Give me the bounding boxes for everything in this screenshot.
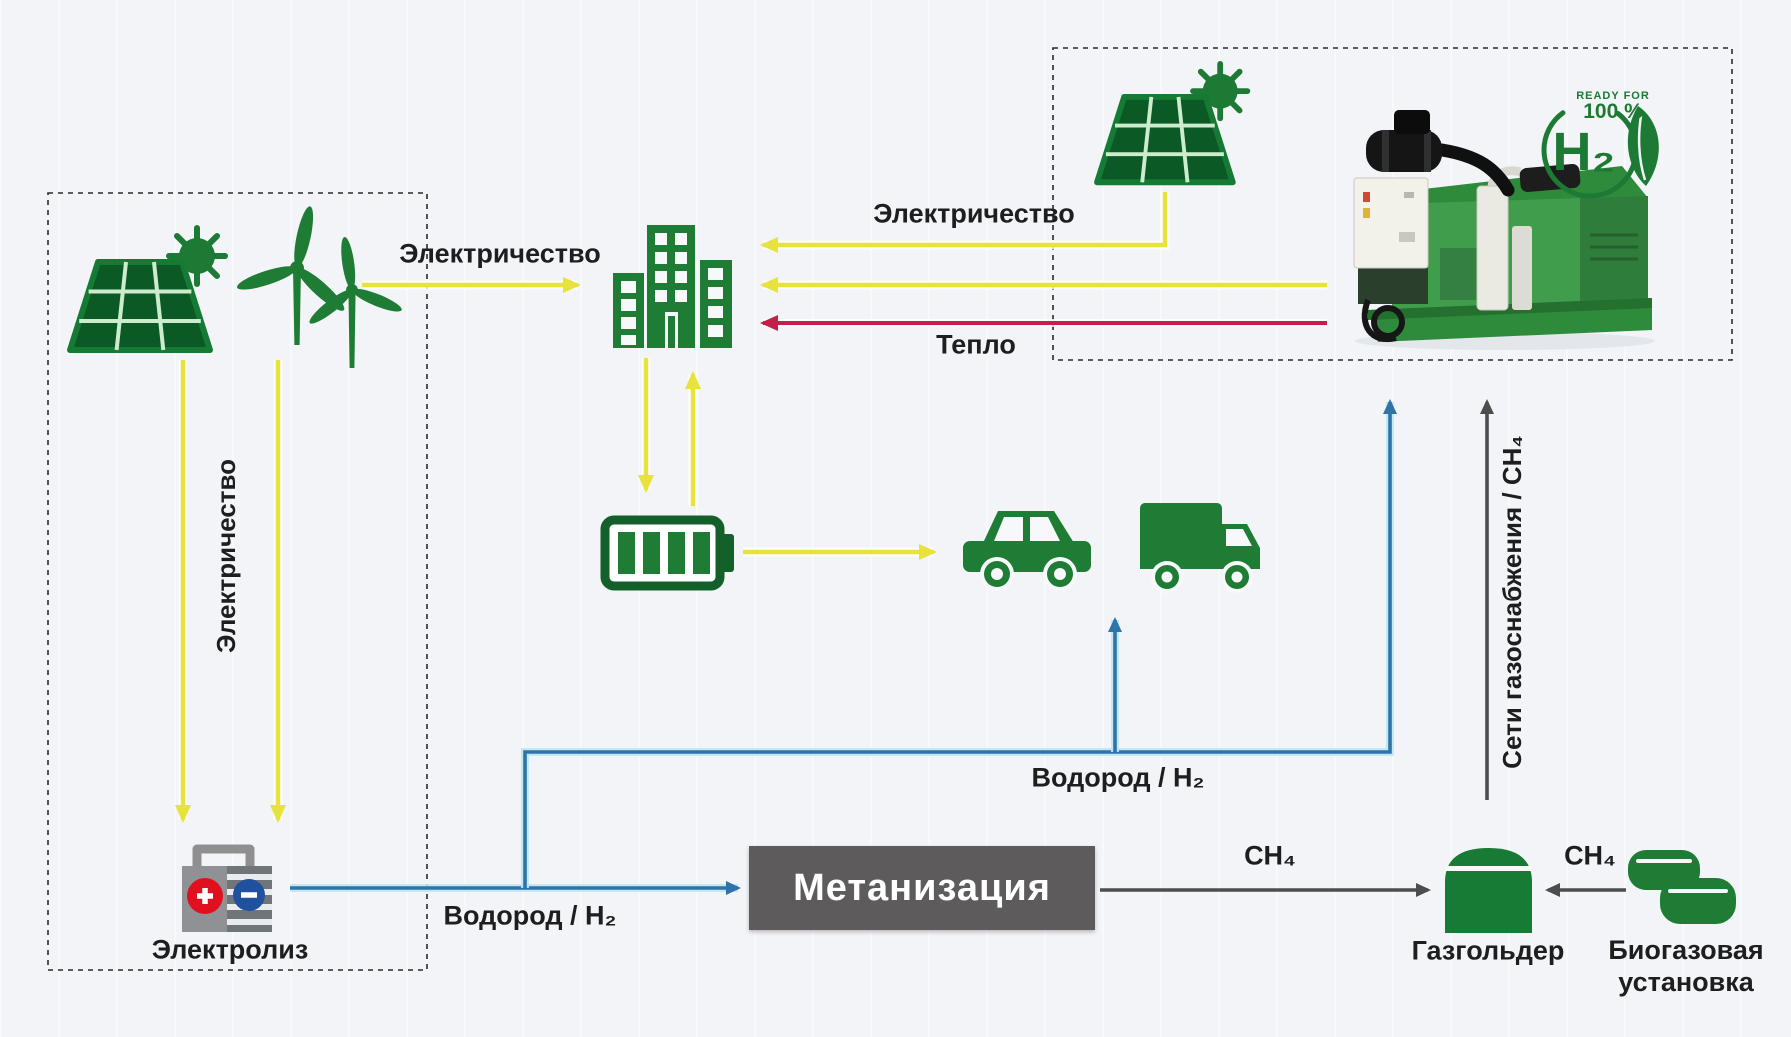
biogas-plant-icon <box>1628 850 1736 924</box>
h2-100-text: 100 % <box>1583 100 1643 123</box>
electricity-vertical-label: Электричество <box>211 458 242 654</box>
ch4-left-label: CH₄ <box>1244 840 1296 871</box>
building-icon <box>613 225 732 348</box>
methanation-label: Метанизация <box>793 866 1051 909</box>
electrolysis-icon <box>182 844 272 932</box>
electrolysis-label: Электролиз <box>151 934 309 965</box>
hydrogen-arrows <box>290 399 1397 895</box>
methane-arrows <box>1100 399 1626 897</box>
electricity-left-label: Электричество <box>399 238 601 269</box>
battery-icon <box>600 515 734 591</box>
biogas-plant-label: Биогазовая установка <box>1608 935 1764 997</box>
wind-turbine-icon <box>232 194 406 368</box>
heat-label: Тепло <box>936 329 1016 360</box>
renewables-left-dashed-box <box>47 192 428 971</box>
h2-ready-logo <box>1541 101 1659 199</box>
electricity-top-label: Электричество <box>873 198 1075 229</box>
h2-ready-text: READY FOR <box>1576 90 1650 102</box>
hydrogen-mid-label: Водород / H₂ <box>1031 762 1205 793</box>
gas-network-label: Сети газоснабжения / CH₄ <box>1497 435 1528 769</box>
hydrogen-bottom-label: Водород / H₂ <box>443 900 617 931</box>
solar-panel-icon <box>70 228 225 350</box>
h2-symbol-text: H₂ <box>1552 122 1616 182</box>
car-icon <box>963 511 1091 591</box>
chp-generator-icon <box>1353 110 1655 350</box>
rooftop-solar-panel-icon <box>1097 64 1247 182</box>
ch4-right-label: CH₄ <box>1564 840 1616 871</box>
gas-holder-label: Газгольдер <box>1411 935 1565 966</box>
generator-dashed-box <box>1052 47 1733 361</box>
methanation-box: Метанизация <box>749 846 1095 930</box>
electricity-arrows <box>175 192 1327 823</box>
truck-icon <box>1140 503 1260 593</box>
gas-holder-icon <box>1445 848 1532 933</box>
